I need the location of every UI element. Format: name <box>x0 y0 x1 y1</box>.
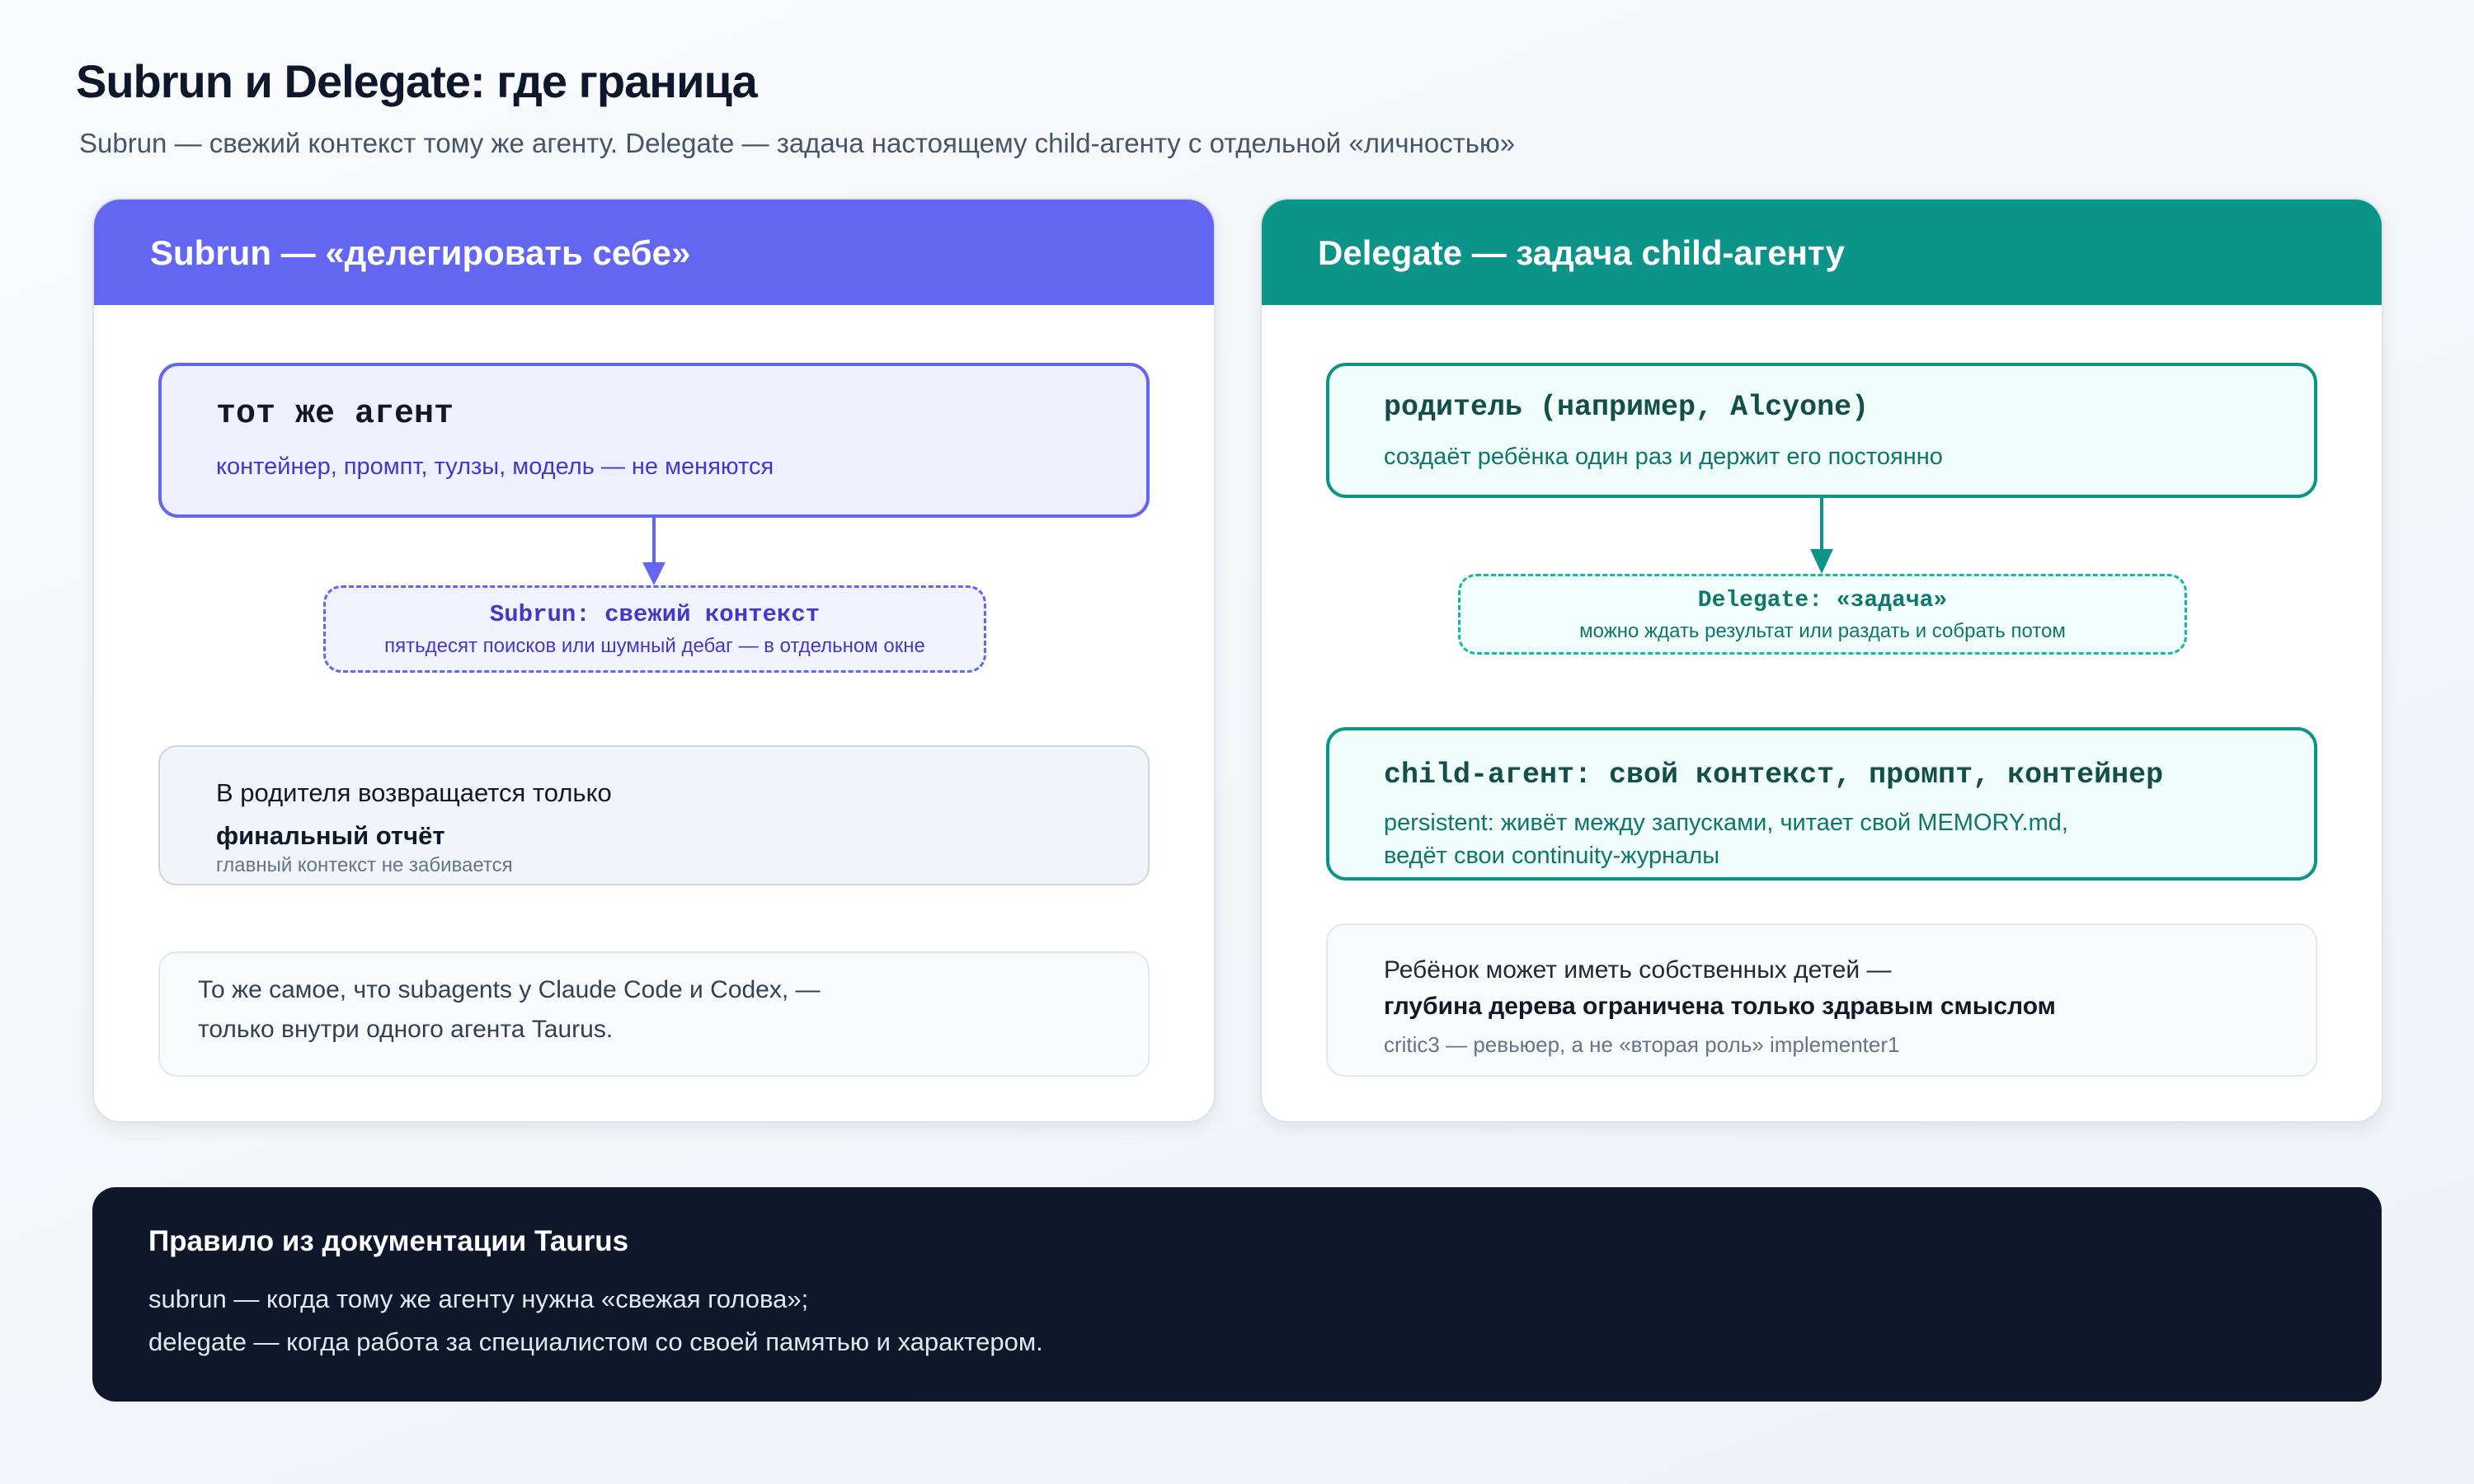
subrun-fresh-context-text: пятьдесят поисков или шумный дебаг — в о… <box>384 635 925 657</box>
subrun-note-box: То же самое, что subagents у Claude Code… <box>158 951 1150 1077</box>
same-agent-box: тот же агент контейнер, промпт, тулзы, м… <box>158 363 1150 518</box>
subrun-fresh-context-box: Subrun: свежий контекст пятьдесят поиско… <box>323 585 986 673</box>
delegate-panel-heading: Delegate — задача child-агенту <box>1262 200 2382 305</box>
subrun-panel-heading: Subrun — «делегировать себе» <box>94 200 1214 305</box>
delegate-task-title: Delegate: «задача» <box>1697 588 1948 613</box>
same-agent-text: контейнер, промпт, тулзы, модель — не ме… <box>216 453 774 480</box>
child-agent-line1: persistent: живёт между запусками, читае… <box>1384 810 2068 836</box>
taurus-rule-box: Правило из документации Taurus subrun — … <box>92 1187 2382 1402</box>
delegate-note-box: Ребёнок может иметь собственных детей — … <box>1326 923 2317 1077</box>
child-agent-title: child-агент: свой контекст, промпт, конт… <box>1384 758 2164 791</box>
child-agent-line2: ведёт свои continuity-журналы <box>1384 843 1720 869</box>
taurus-rule-title: Правило из документации Taurus <box>148 1225 629 1257</box>
delegate-note-line1: Ребёнок может иметь собственных детей — <box>1384 956 1892 984</box>
delegate-panel: Delegate — задача child-агенту родитель … <box>1260 198 2383 1123</box>
taurus-rule-line1: subrun — когда тому же агенту нужна «све… <box>148 1284 809 1313</box>
return-report-box: В родителя возвращается только финальный… <box>158 745 1150 885</box>
delegate-note-line3: critic3 — ревьюер, а не «вторая роль» im… <box>1384 1032 1900 1057</box>
return-report-line2: финальный отчёт <box>216 821 445 850</box>
subrun-fresh-context-title: Subrun: свежий контекст <box>489 601 821 628</box>
delegate-note-line2: глубина дерева ограничена только здравым… <box>1384 993 2056 1020</box>
taurus-rule-line2: delegate — когда работа за специалистом … <box>148 1327 1043 1356</box>
delegate-task-text: можно ждать результат или раздать и собр… <box>1579 620 2066 642</box>
same-agent-title: тот же агент <box>216 396 454 433</box>
return-report-line1: В родителя возвращается только <box>216 778 612 807</box>
page-subtitle: Subrun — свежий контекст тому же агенту.… <box>79 128 1516 158</box>
subrun-panel: Subrun — «делегировать себе» тот же аген… <box>92 198 1216 1123</box>
parent-agent-text: создаёт ребёнка один раз и держит его по… <box>1384 444 1943 470</box>
delegate-task-box: Delegate: «задача» можно ждать результат… <box>1458 574 2187 655</box>
subrun-note-line2: только внутри одного агента Taurus. <box>198 1016 614 1043</box>
parent-agent-box: родитель (например, Alcyone) создаёт реб… <box>1326 363 2317 498</box>
return-report-line3: главный контекст не забивается <box>216 854 513 876</box>
subrun-note-line1: То же самое, что subagents у Claude Code… <box>198 976 821 1003</box>
child-agent-box: child-агент: свой контекст, промпт, конт… <box>1326 727 2317 881</box>
parent-agent-title: родитель (например, Alcyone) <box>1384 391 1870 424</box>
delegate-arrow <box>1810 498 1833 574</box>
subrun-arrow <box>642 518 666 585</box>
page-title: Subrun и Delegate: где граница <box>76 55 758 107</box>
